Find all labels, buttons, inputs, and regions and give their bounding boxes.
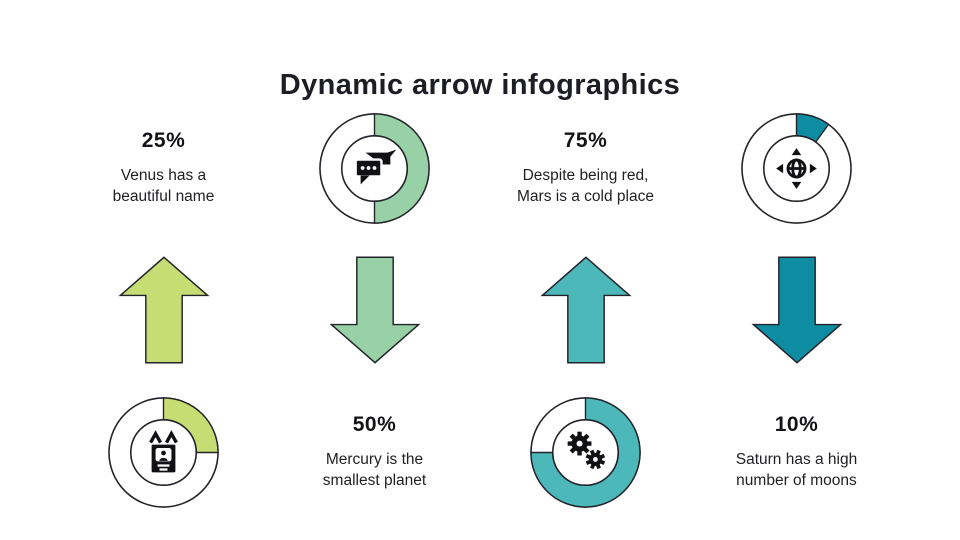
percent-label: 75%: [563, 129, 608, 153]
id-badge-icon: [151, 433, 177, 472]
down-arrow: [328, 256, 421, 364]
infographic-column-saturn: 10% Saturn has a high number of moons: [691, 106, 902, 514]
text-block: 10% Saturn has a high number of moons: [736, 390, 858, 514]
donut-chart: [319, 112, 430, 224]
page-title: Dynamic arrow infographics: [279, 69, 681, 102]
description: Saturn has a high number of moons: [735, 451, 858, 489]
globe-move-icon: [776, 147, 817, 189]
description: Mercury is the smallest planet: [322, 451, 427, 489]
percent-label: 50%: [352, 413, 397, 437]
donut-chart: [530, 396, 641, 508]
percent-label: 25%: [141, 129, 186, 153]
infographic-grid: 25% Venus has a beautiful name: [58, 106, 902, 514]
description: Venus has a beautiful name: [112, 167, 215, 205]
text-block: 75% Despite being red, Mars is a cold pl…: [517, 106, 654, 230]
down-arrow: [750, 256, 843, 364]
gears-icon: [567, 431, 606, 469]
chat-icon: [356, 149, 397, 184]
donut-chart: [108, 396, 219, 508]
up-arrow: [539, 256, 632, 364]
up-arrow: [117, 256, 210, 364]
text-block: 50% Mercury is the smallest planet: [323, 390, 426, 514]
percent-label: 10%: [774, 413, 819, 437]
text-block: 25% Venus has a beautiful name: [113, 106, 215, 230]
infographic-column-mercury: 50% Mercury is the smallest planet: [269, 106, 480, 514]
infographic-column-mars: 75% Despite being red, Mars is a cold pl…: [480, 106, 691, 514]
infographic-column-venus: 25% Venus has a beautiful name: [58, 106, 269, 514]
description: Despite being red, Mars is a cold place: [517, 167, 654, 205]
donut-chart: [741, 112, 852, 224]
